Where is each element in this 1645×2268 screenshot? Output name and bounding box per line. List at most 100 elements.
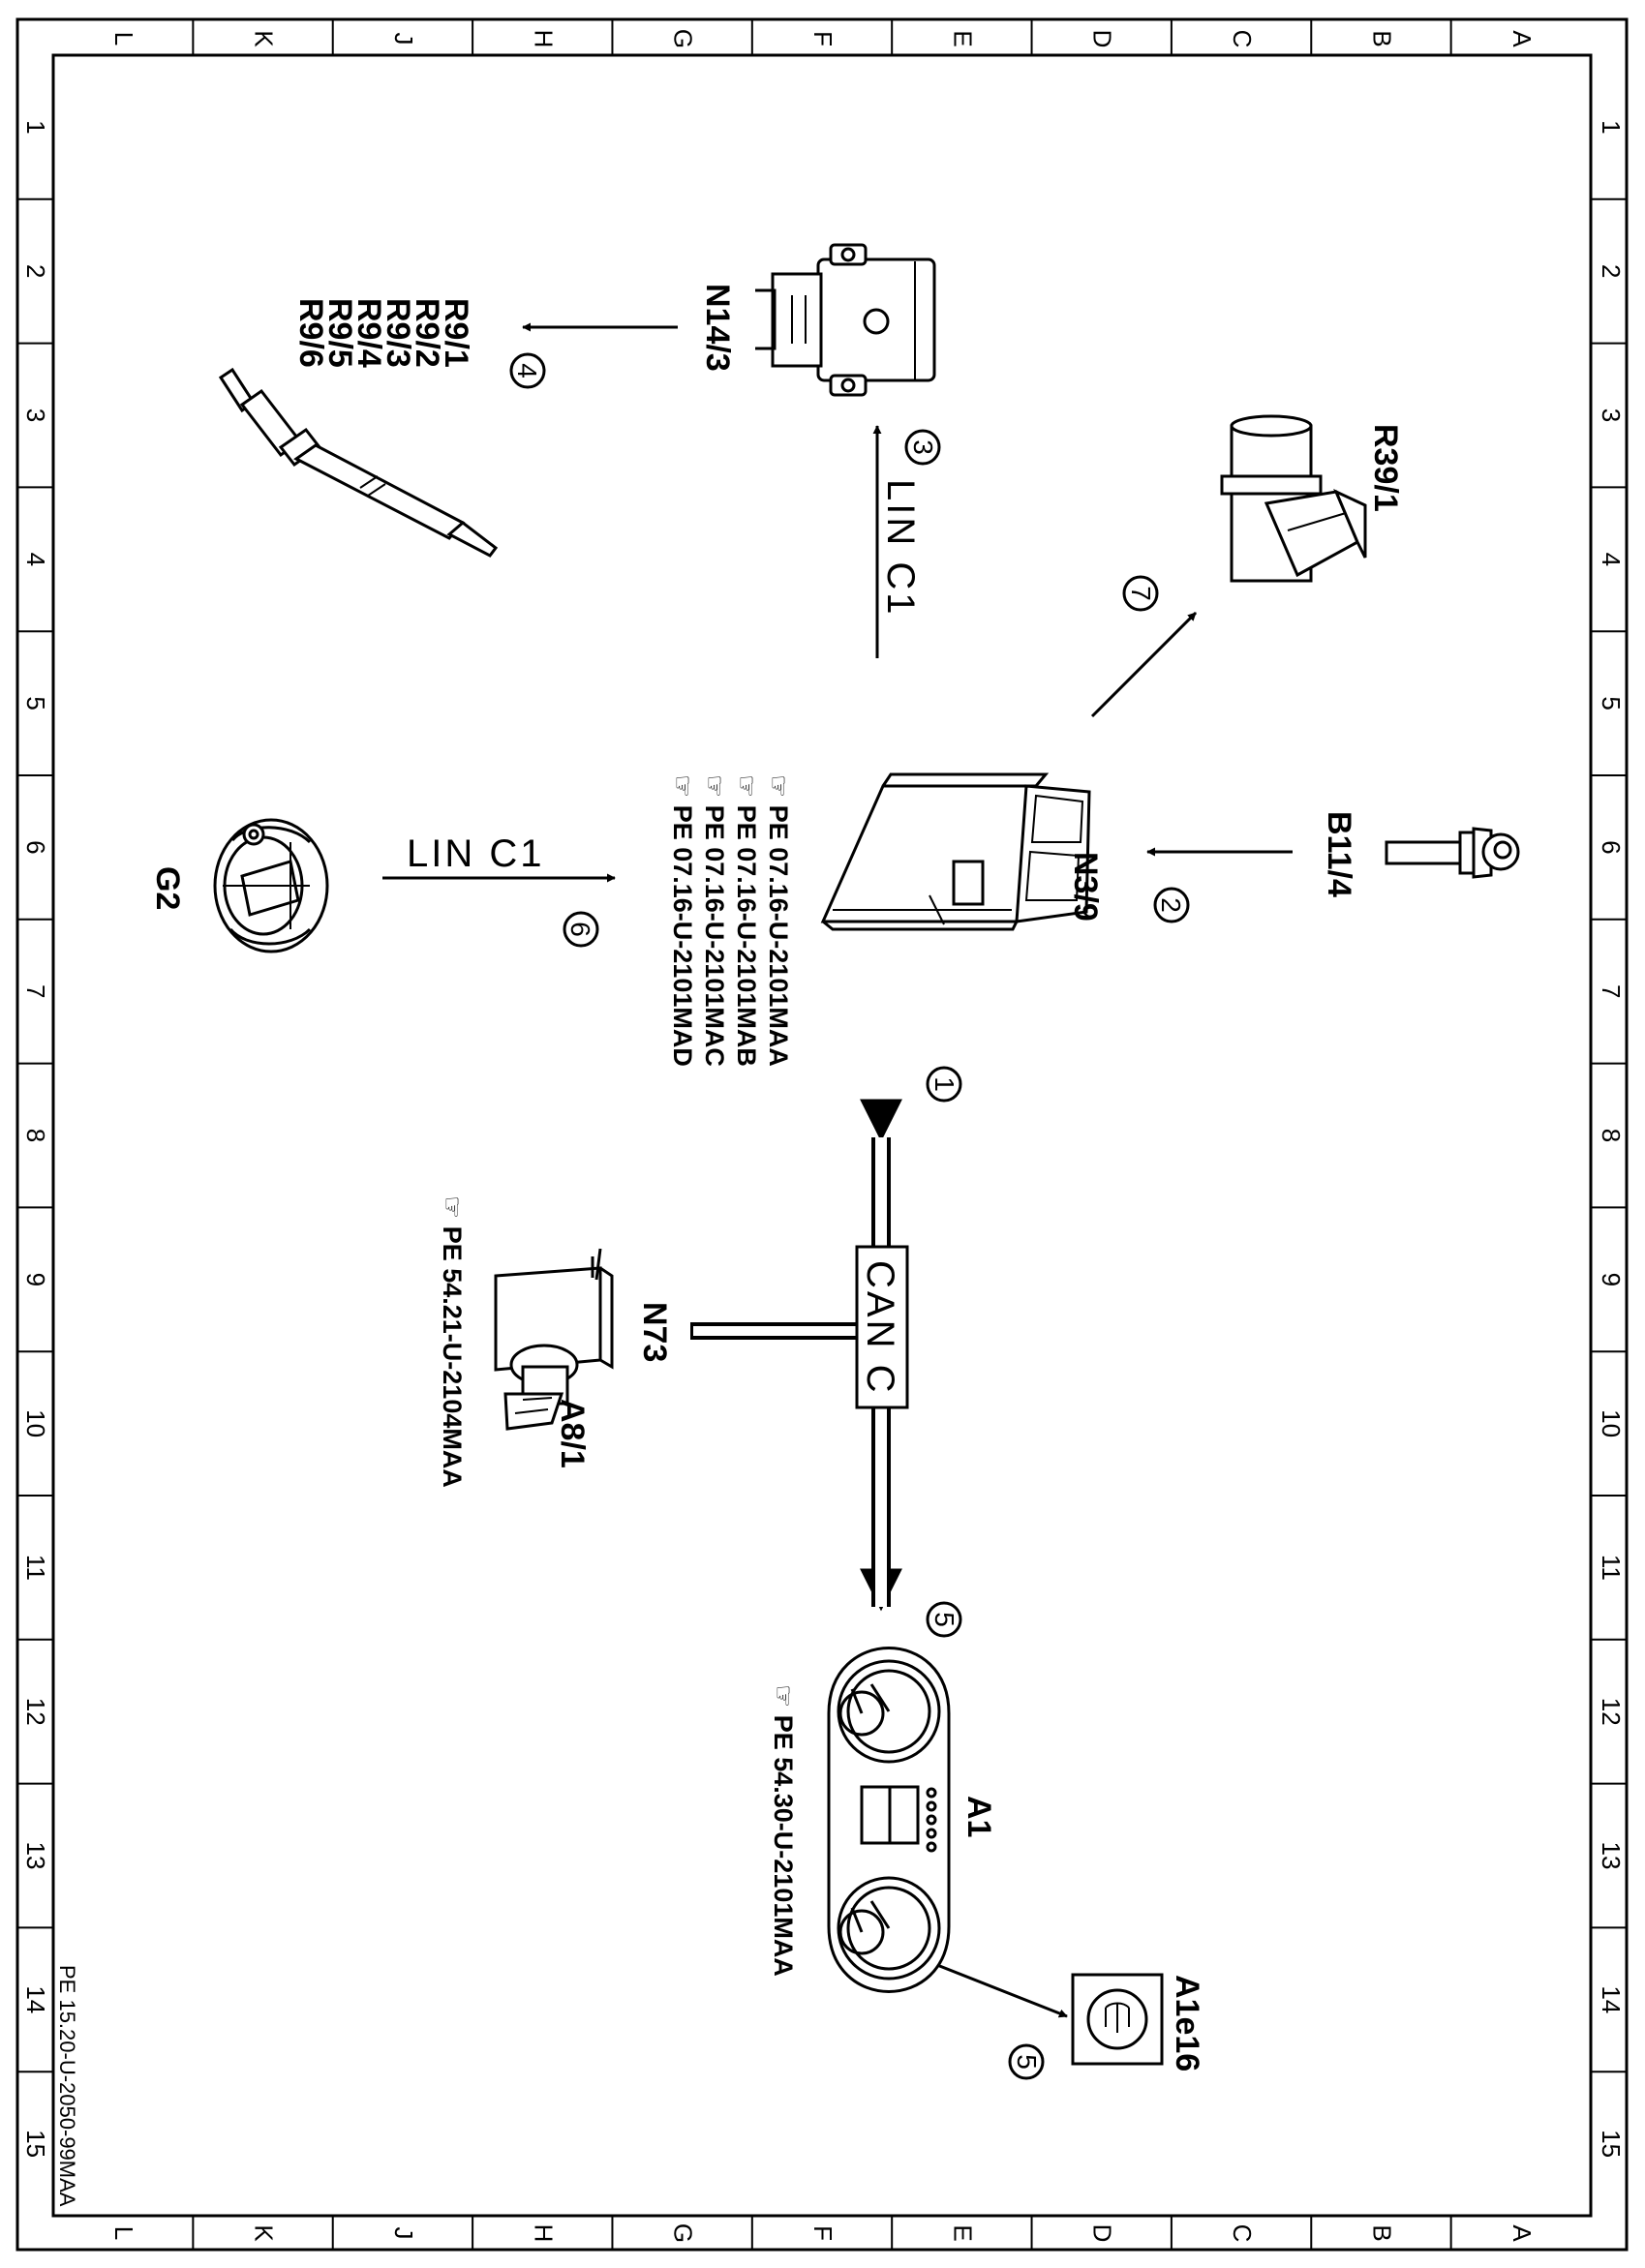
- column-label-bottom: J: [389, 2227, 418, 2240]
- drawing-frame: [15, 17, 1629, 2252]
- arrow-3-number: 3: [904, 429, 941, 466]
- column-label-bottom: D: [1088, 2224, 1117, 2243]
- n3-9-control-unit-icon: [820, 772, 1091, 931]
- r9-5-label: R9/5: [321, 298, 358, 368]
- row-label-right: 1: [1597, 120, 1626, 134]
- row-label-right: 8: [1597, 1129, 1626, 1142]
- svg-text:7: 7: [1126, 586, 1156, 601]
- row-label-left: 12: [21, 1698, 50, 1726]
- row-label-left: 7: [21, 984, 50, 998]
- a8-1-label: A8/1: [554, 1399, 591, 1468]
- column-label-bottom: G: [669, 2223, 698, 2243]
- r9-1-label: R9/1: [438, 298, 474, 368]
- arrow-4-number: 4: [509, 352, 546, 389]
- column-label-bottom: L: [109, 2226, 138, 2240]
- arrow-5-number-a: 5: [926, 1601, 962, 1638]
- r39-1-sensor-icon: [1220, 414, 1367, 583]
- svg-text:3: 3: [908, 439, 938, 455]
- row-label-left: 8: [21, 1129, 50, 1142]
- row-label-right: 9: [1597, 1273, 1626, 1286]
- row-label-left: 11: [21, 1555, 50, 1581]
- row-label-left: 13: [21, 1842, 50, 1870]
- row-label-left: 1: [21, 120, 50, 134]
- g2-label: G2: [149, 866, 186, 910]
- n3-9-ref-3: ☞ PE 07.16-U-2101MAC: [700, 774, 729, 1067]
- row-label-right: 15: [1597, 2130, 1626, 2158]
- can-c-bus: [690, 1099, 909, 1612]
- r9-2-label: R9/2: [409, 298, 445, 368]
- b11-4-sensor-icon: [1385, 827, 1520, 879]
- n73-label: N73: [636, 1302, 673, 1362]
- r9-6-label: R9/6: [292, 298, 329, 368]
- row-label-left: 14: [21, 1985, 50, 2013]
- r9-3-label: R9/3: [380, 298, 416, 368]
- svg-text:6: 6: [565, 922, 595, 937]
- can-c-label: CAN C: [859, 1260, 901, 1395]
- arrow-7-line: [1090, 611, 1198, 718]
- r9-labels: R9/1 R9/2 R9/3 R9/4 R9/5 R9/6: [292, 298, 474, 368]
- g2-alternator-icon: [213, 818, 329, 953]
- column-label-top: L: [109, 32, 138, 45]
- row-label-right: 3: [1597, 408, 1626, 422]
- a1-instrument-cluster-icon: [827, 1647, 951, 1993]
- n3-9-references: ☞ PE 07.16-U-2101MAA ☞ PE 07.16-U-2101MA…: [668, 774, 793, 1067]
- row-label-left: 2: [21, 264, 50, 278]
- lin-c1-top-label: LIN C1: [879, 479, 922, 618]
- column-label-bottom: K: [250, 2224, 279, 2242]
- a1e16-label: A1e16: [1169, 1975, 1205, 2071]
- glow-plug-icon: [218, 367, 499, 558]
- arrow-2-number: 2: [1153, 887, 1190, 923]
- column-label-bottom: E: [948, 2224, 977, 2241]
- lin-c1-left-label: LIN C1: [407, 832, 545, 875]
- n3-9-ref-4: ☞ PE 07.16-U-2101MAD: [668, 774, 697, 1067]
- column-label-top: F: [808, 31, 838, 46]
- column-label-top: D: [1088, 30, 1117, 48]
- b11-4-label: B11/4: [1321, 811, 1357, 897]
- column-label-top: E: [948, 30, 977, 46]
- row-label-left: 3: [21, 408, 50, 422]
- svg-text:1: 1: [929, 1076, 960, 1092]
- row-label-left: 15: [21, 2130, 50, 2158]
- svg-text:5: 5: [929, 1612, 960, 1627]
- svg-text:5: 5: [1012, 2054, 1042, 2070]
- column-label-top: A: [1508, 30, 1537, 47]
- arrow-5-line: [936, 1963, 1068, 2018]
- column-label-bottom: B: [1367, 2224, 1396, 2241]
- column-label-bottom: F: [808, 2225, 838, 2241]
- row-label-left: 5: [21, 696, 50, 710]
- column-label-bottom: A: [1508, 2224, 1537, 2242]
- row-label-right: 4: [1597, 553, 1626, 566]
- column-label-bottom: H: [529, 2224, 558, 2243]
- arrow-5-number-b: 5: [1008, 2043, 1045, 2080]
- row-label-right: 11: [1597, 1555, 1626, 1581]
- row-label-left: 4: [21, 553, 50, 566]
- row-label-right: 7: [1597, 984, 1626, 998]
- row-label-left: 9: [21, 1273, 50, 1286]
- row-label-right: 5: [1597, 696, 1626, 710]
- a1e16-glow-indicator-icon: [1071, 1973, 1164, 2066]
- column-label-top: C: [1228, 30, 1257, 48]
- column-label-top: H: [529, 30, 558, 48]
- r39-1-label: R39/1: [1367, 424, 1404, 512]
- column-label-bottom: C: [1228, 2224, 1257, 2243]
- n3-9-ref-2: ☞ PE 07.16-U-2101MAB: [732, 774, 761, 1067]
- row-label-right: 10: [1597, 1409, 1626, 1437]
- svg-text:2: 2: [1156, 897, 1186, 913]
- row-label-left: 6: [21, 840, 50, 854]
- n3-9-ref-1: ☞ PE 07.16-U-2101MAA: [764, 774, 793, 1067]
- column-label-top: J: [389, 33, 418, 45]
- column-label-top: K: [250, 30, 279, 47]
- arrow-7-number: 7: [1122, 575, 1159, 612]
- a8-1-ignition-switch-icon: [494, 1248, 614, 1431]
- n14-3-label: N14/3: [699, 284, 736, 372]
- a1-label: A1: [960, 1796, 997, 1837]
- row-label-right: 13: [1597, 1842, 1626, 1870]
- svg-text:4: 4: [512, 363, 542, 378]
- row-label-right: 14: [1597, 1985, 1626, 2013]
- document-id: PE 15.20-U-2050-99MAA: [55, 1965, 79, 2207]
- n3-9-label: N3/9: [1067, 852, 1104, 922]
